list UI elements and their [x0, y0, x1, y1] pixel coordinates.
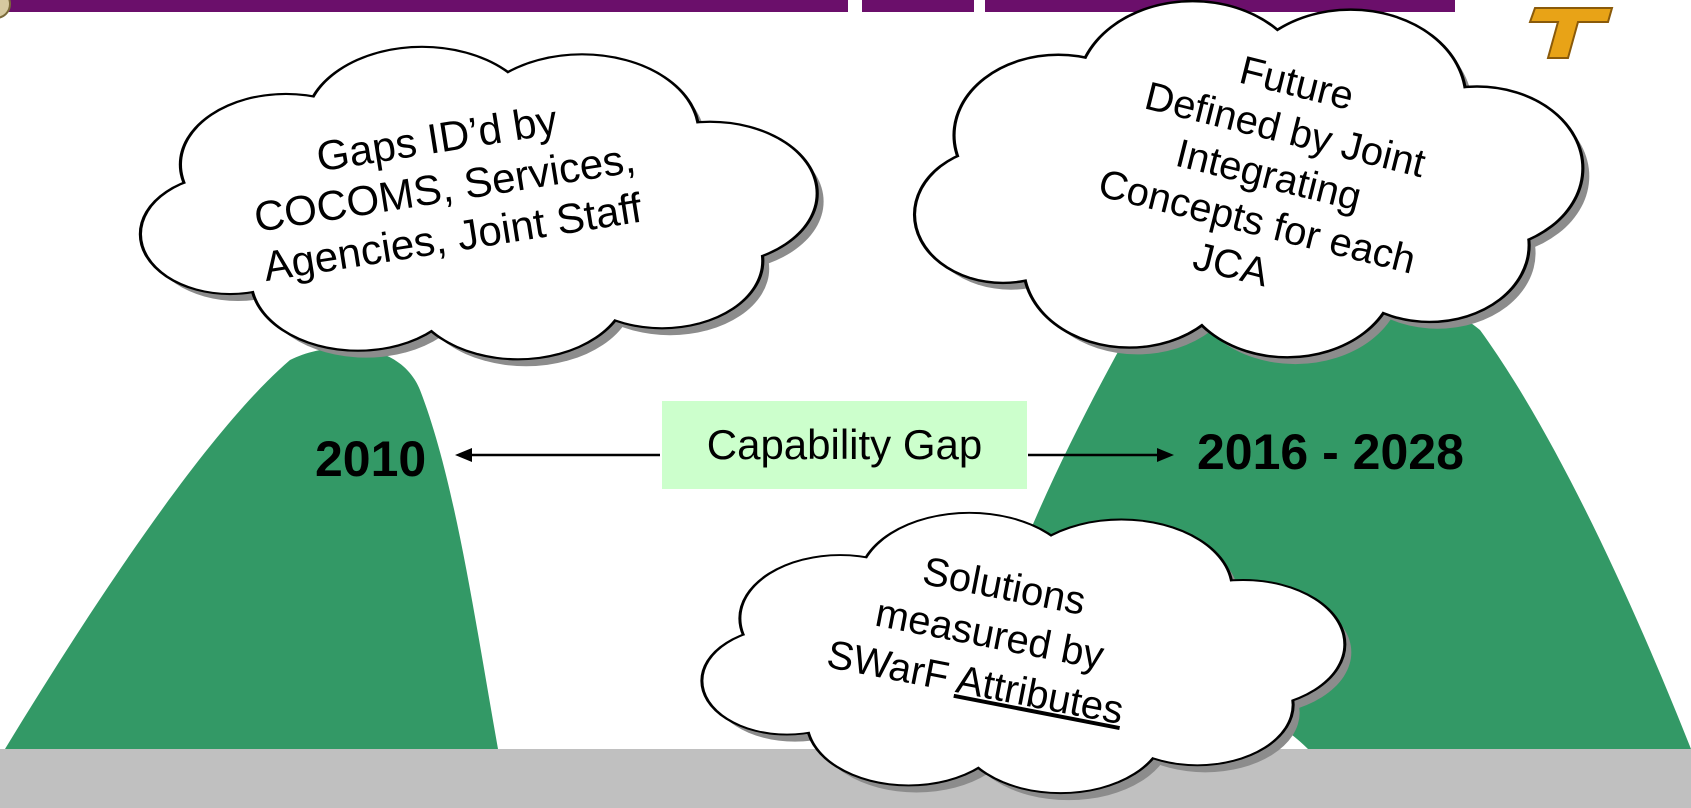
year-start-label: 2010 — [315, 431, 426, 487]
capability-gap-box: Capability Gap — [662, 401, 1027, 489]
mountain-left — [5, 347, 498, 749]
arrow-left — [455, 448, 660, 462]
logo-icon — [1528, 7, 1614, 59]
cloud-left: Gaps ID’d by COCOMS, Services, Agencies,… — [142, 48, 824, 367]
capability-gap-label: Capability Gap — [706, 421, 983, 468]
year-end-label: 2016 - 2028 — [1197, 424, 1464, 480]
seal-icon — [0, 0, 11, 19]
cloud-bottom: Solutions measured by SWarF Attributes — [703, 514, 1352, 801]
cloud-right: Future Defined by Joint Integrating Conc… — [916, 2, 1590, 365]
arrow-right — [1028, 448, 1174, 462]
